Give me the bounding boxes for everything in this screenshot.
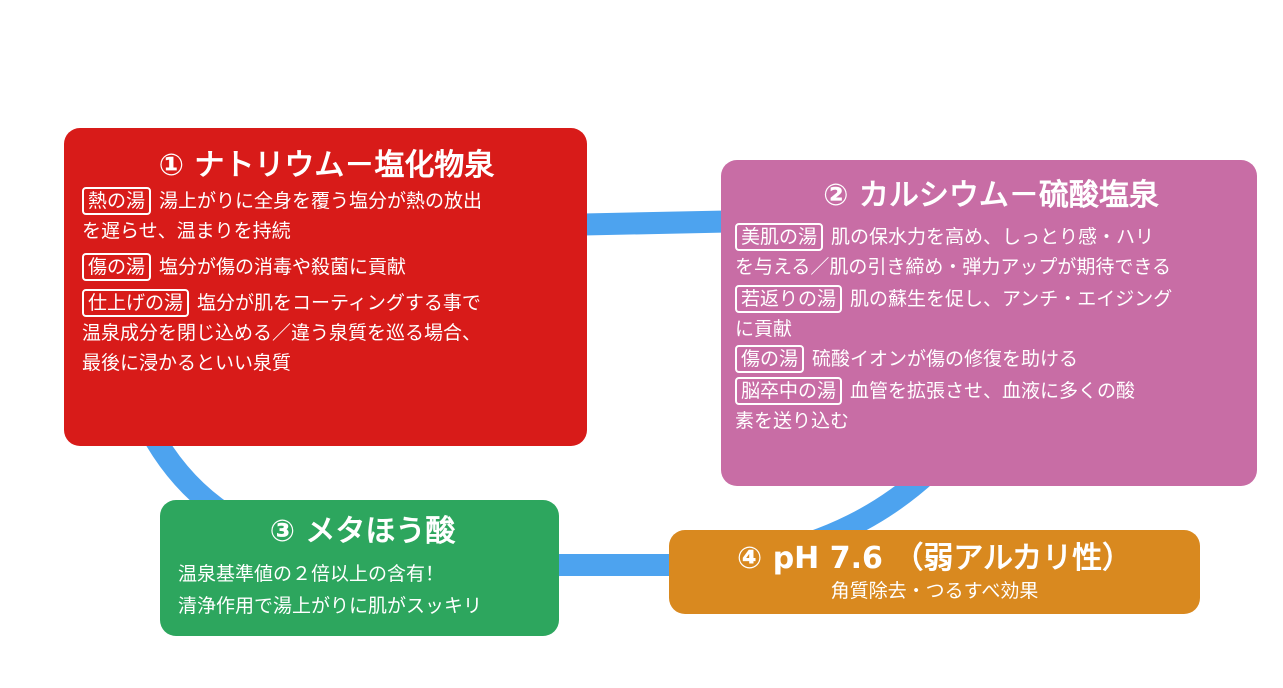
box-ph-alkaline: ④ pH 7.6 （弱アルカリ性） 角質除去・つるすべ効果 xyxy=(669,530,1200,614)
benefit-text: 塩分が傷の消毒や殺菌に貢献 xyxy=(159,256,407,278)
box-subtitle: 角質除去・つるすべ効果 xyxy=(830,580,1039,602)
benefit-item: 脳卒中の湯血管を拡張させ、血液に多くの酸 素を送り込む xyxy=(735,376,1247,436)
benefit-text: を与える／肌の引き締め・弾力アップが期待できる xyxy=(735,256,1172,278)
benefit-text: 血管を拡張させ、血液に多くの酸 xyxy=(850,380,1136,402)
benefit-text: 肌の保水力を高め、しっとり感・ハリ xyxy=(831,226,1155,248)
box-title: ④ pH 7.6 （弱アルカリ性） xyxy=(736,541,1133,576)
box-metaboric-acid: ③ メタほう酸 温泉基準値の２倍以上の含有！ 清浄作用で湯上がりに肌がスッキリ xyxy=(160,500,559,636)
benefit-tag: 美肌の湯 xyxy=(735,223,824,251)
benefit-text: 温泉成分を閉じ込める／違う泉質を巡る場合、 xyxy=(82,322,482,344)
box-title: ③ メタほう酸 xyxy=(269,514,456,549)
benefit-text: 硫酸イオンが傷の修復を助ける xyxy=(812,348,1079,370)
benefit-text: 最後に浸かるといい泉質 xyxy=(82,352,292,374)
benefit-item: 若返りの湯肌の蘇生を促し、アンチ・エイジング に貢献 xyxy=(735,284,1247,344)
benefit-tag: 脳卒中の湯 xyxy=(735,377,843,405)
benefit-text: 塩分が肌をコーティングする事で xyxy=(197,292,481,314)
benefit-item: 美肌の湯肌の保水力を高め、しっとり感・ハリ を与える／肌の引き締め・弾力アップが… xyxy=(735,222,1247,282)
benefit-item: 仕上げの湯塩分が肌をコーティングする事で 温泉成分を閉じ込める／違う泉質を巡る場… xyxy=(82,288,571,378)
benefit-text: 湯上がりに全身を覆う塩分が熱の放出 xyxy=(159,190,483,212)
benefit-tag: 仕上げの湯 xyxy=(82,289,190,317)
benefit-item: 熱の湯湯上がりに全身を覆う塩分が熱の放出 を遅らせ、温まりを持続 xyxy=(82,186,571,246)
box-sodium-chloride: ① ナトリウム－塩化物泉 熱の湯湯上がりに全身を覆う塩分が熱の放出 を遅らせ、温… xyxy=(64,128,587,446)
box-title: ② カルシウム－硫酸塩泉 xyxy=(823,178,1159,213)
benefit-item: 傷の湯塩分が傷の消毒や殺菌に貢献 xyxy=(82,252,571,282)
benefit-text: に貢献 xyxy=(735,318,793,340)
benefit-tag: 傷の湯 xyxy=(735,345,805,373)
description-line: 温泉基準値の２倍以上の含有！ xyxy=(178,563,445,585)
benefit-text: を遅らせ、温まりを持続 xyxy=(82,220,291,242)
description-line: 清浄作用で湯上がりに肌がスッキリ xyxy=(178,595,483,617)
benefit-tag: 熱の湯 xyxy=(82,187,152,215)
box-calcium-sulfate: ② カルシウム－硫酸塩泉 美肌の湯肌の保水力を高め、しっとり感・ハリ を与える／… xyxy=(721,160,1257,486)
benefit-tag: 傷の湯 xyxy=(82,253,152,281)
benefit-tag: 若返りの湯 xyxy=(735,285,843,313)
benefit-text: 素を送り込む xyxy=(735,410,850,432)
box-title: ① ナトリウム－塩化物泉 xyxy=(158,148,495,183)
benefit-text: 肌の蘇生を促し、アンチ・エイジング xyxy=(850,288,1173,310)
benefit-item: 傷の湯硫酸イオンが傷の修復を助ける xyxy=(735,344,1247,374)
